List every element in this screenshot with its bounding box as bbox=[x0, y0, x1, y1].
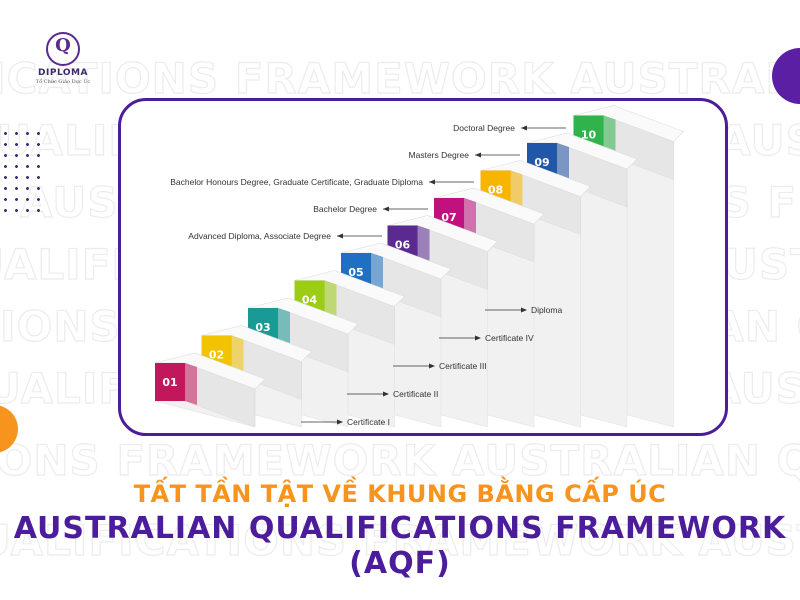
logo-tagline: Tổ Chức Giáo Dục Úc bbox=[35, 79, 91, 85]
step-face bbox=[155, 363, 185, 401]
logo-letter: Q bbox=[55, 35, 71, 56]
step-face-shade bbox=[510, 170, 523, 213]
watermark-row: QUALIFICATIONS FRAMEWORK AUSTRALIAN QUAL… bbox=[0, 516, 800, 565]
qualification-label: Bachelor Degree bbox=[313, 204, 377, 214]
qualification-label: Certificate I bbox=[347, 417, 390, 427]
qualification-label: Certificate II bbox=[393, 389, 438, 399]
step-number: 05 bbox=[348, 266, 363, 279]
logo-name: DIPLOMA bbox=[38, 68, 88, 78]
qualification-label: Bachelor Honours Degree, Graduate Certif… bbox=[170, 177, 423, 187]
arrow-head bbox=[337, 419, 343, 425]
step-number: 01 bbox=[162, 376, 177, 389]
step-face-shade bbox=[231, 335, 244, 378]
step-face-shade bbox=[185, 363, 197, 405]
step-face-shade bbox=[371, 253, 383, 295]
watermark-row: IONS FRAMEWORK AUSTRALIAN QUALIFICATIONS… bbox=[0, 436, 800, 485]
step-face-shade bbox=[417, 225, 430, 268]
headline-vietnamese: TẤT TẦN TẬT VỀ KHUNG BẰNG CẤP ÚC bbox=[133, 480, 667, 508]
qualification-label: Masters Degree bbox=[409, 150, 470, 160]
qualification-label: Certificate IV bbox=[485, 333, 534, 343]
step-face-shade bbox=[603, 115, 616, 158]
step-face-shade bbox=[278, 308, 290, 350]
decorative-dot-grid bbox=[0, 128, 40, 218]
arrow-head bbox=[383, 206, 389, 212]
step-face-shade bbox=[324, 280, 337, 323]
step-number: 06 bbox=[395, 239, 411, 252]
arrow-head bbox=[475, 335, 481, 341]
step-number: 02 bbox=[209, 349, 224, 362]
logo-emblem: Q bbox=[46, 32, 80, 66]
headline-english: AUSTRALIAN QUALIFICATIONS FRAMEWORK (AQF… bbox=[13, 511, 787, 581]
step-face-shade bbox=[557, 143, 569, 185]
step-number: 03 bbox=[255, 321, 270, 334]
arrow-head bbox=[521, 125, 527, 131]
qualification-label: Diploma bbox=[531, 305, 562, 315]
arrow-head bbox=[521, 307, 527, 313]
arrow-head bbox=[383, 391, 389, 397]
step-number: 10 bbox=[581, 129, 597, 142]
step-face-shade bbox=[464, 198, 476, 240]
arrow-head bbox=[429, 179, 435, 185]
arrow-head bbox=[429, 363, 435, 369]
watermark-row: ICATIONS FRAMEWORK AUSTRALIAN QUALIFICAT… bbox=[0, 54, 800, 103]
arrow-head bbox=[337, 233, 343, 239]
qualification-label: Certificate III bbox=[439, 361, 487, 371]
step-number: 07 bbox=[441, 211, 456, 224]
qualification-label: Advanced Diploma, Associate Degree bbox=[188, 231, 331, 241]
step-number: 04 bbox=[302, 294, 318, 307]
step-number: 09 bbox=[534, 156, 549, 169]
decorative-orange-circle bbox=[0, 405, 18, 453]
brand-logo: Q DIPLOMA Tổ Chức Giáo Dục Úc bbox=[28, 32, 98, 85]
qualification-label: Doctoral Degree bbox=[453, 123, 515, 133]
step-number: 08 bbox=[488, 184, 503, 197]
arrow-head bbox=[475, 152, 481, 158]
